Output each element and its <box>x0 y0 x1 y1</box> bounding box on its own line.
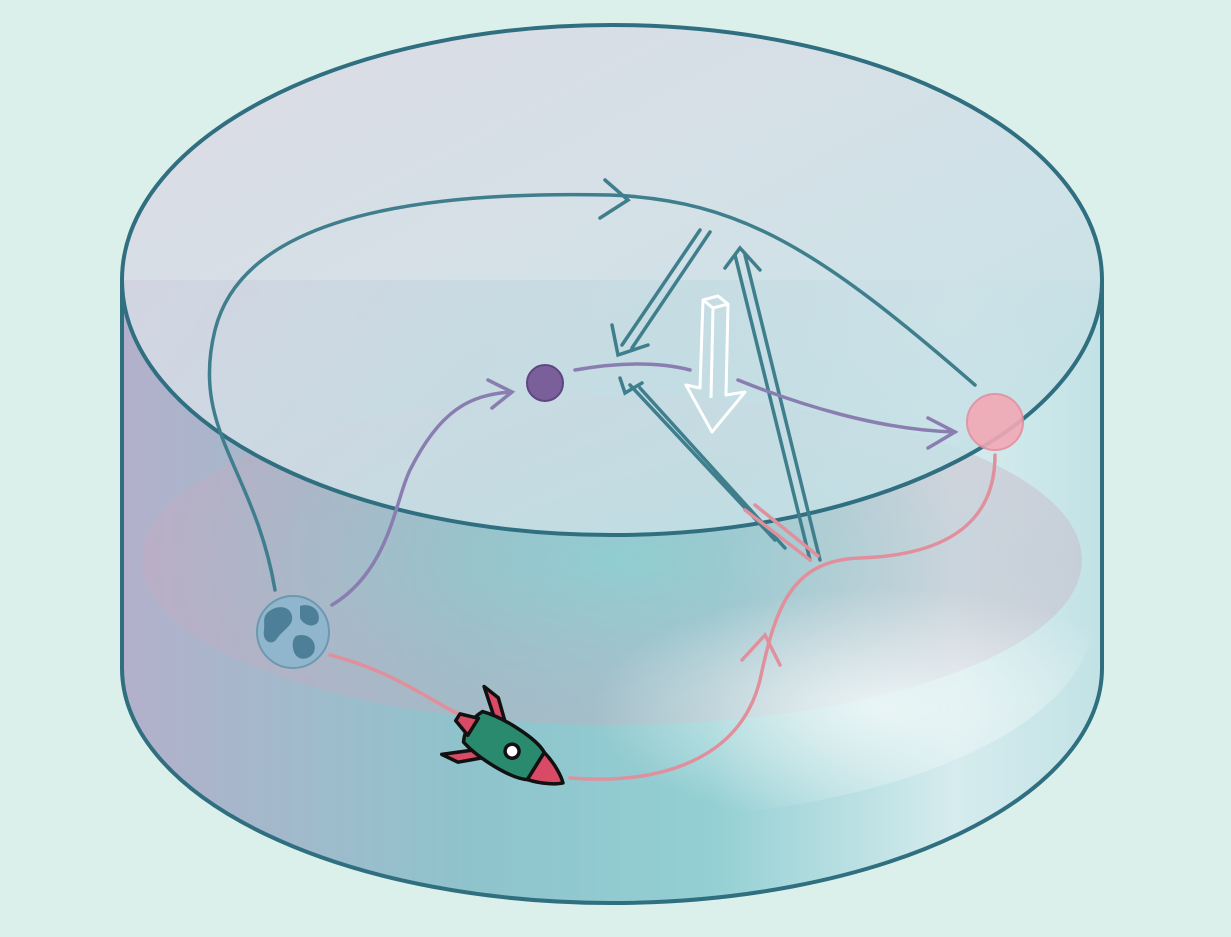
down-arrow-icon <box>684 294 747 434</box>
pink-paths <box>328 453 997 781</box>
earth-icon <box>256 595 330 669</box>
purple-planet <box>526 364 564 402</box>
light-glow <box>132 420 1092 820</box>
purple-paths <box>330 362 959 607</box>
cylinder-outline <box>120 23 1104 905</box>
rocket-icon <box>439 684 565 786</box>
cylinder-top-face <box>122 25 1102 535</box>
pink-planet <box>966 393 1024 451</box>
